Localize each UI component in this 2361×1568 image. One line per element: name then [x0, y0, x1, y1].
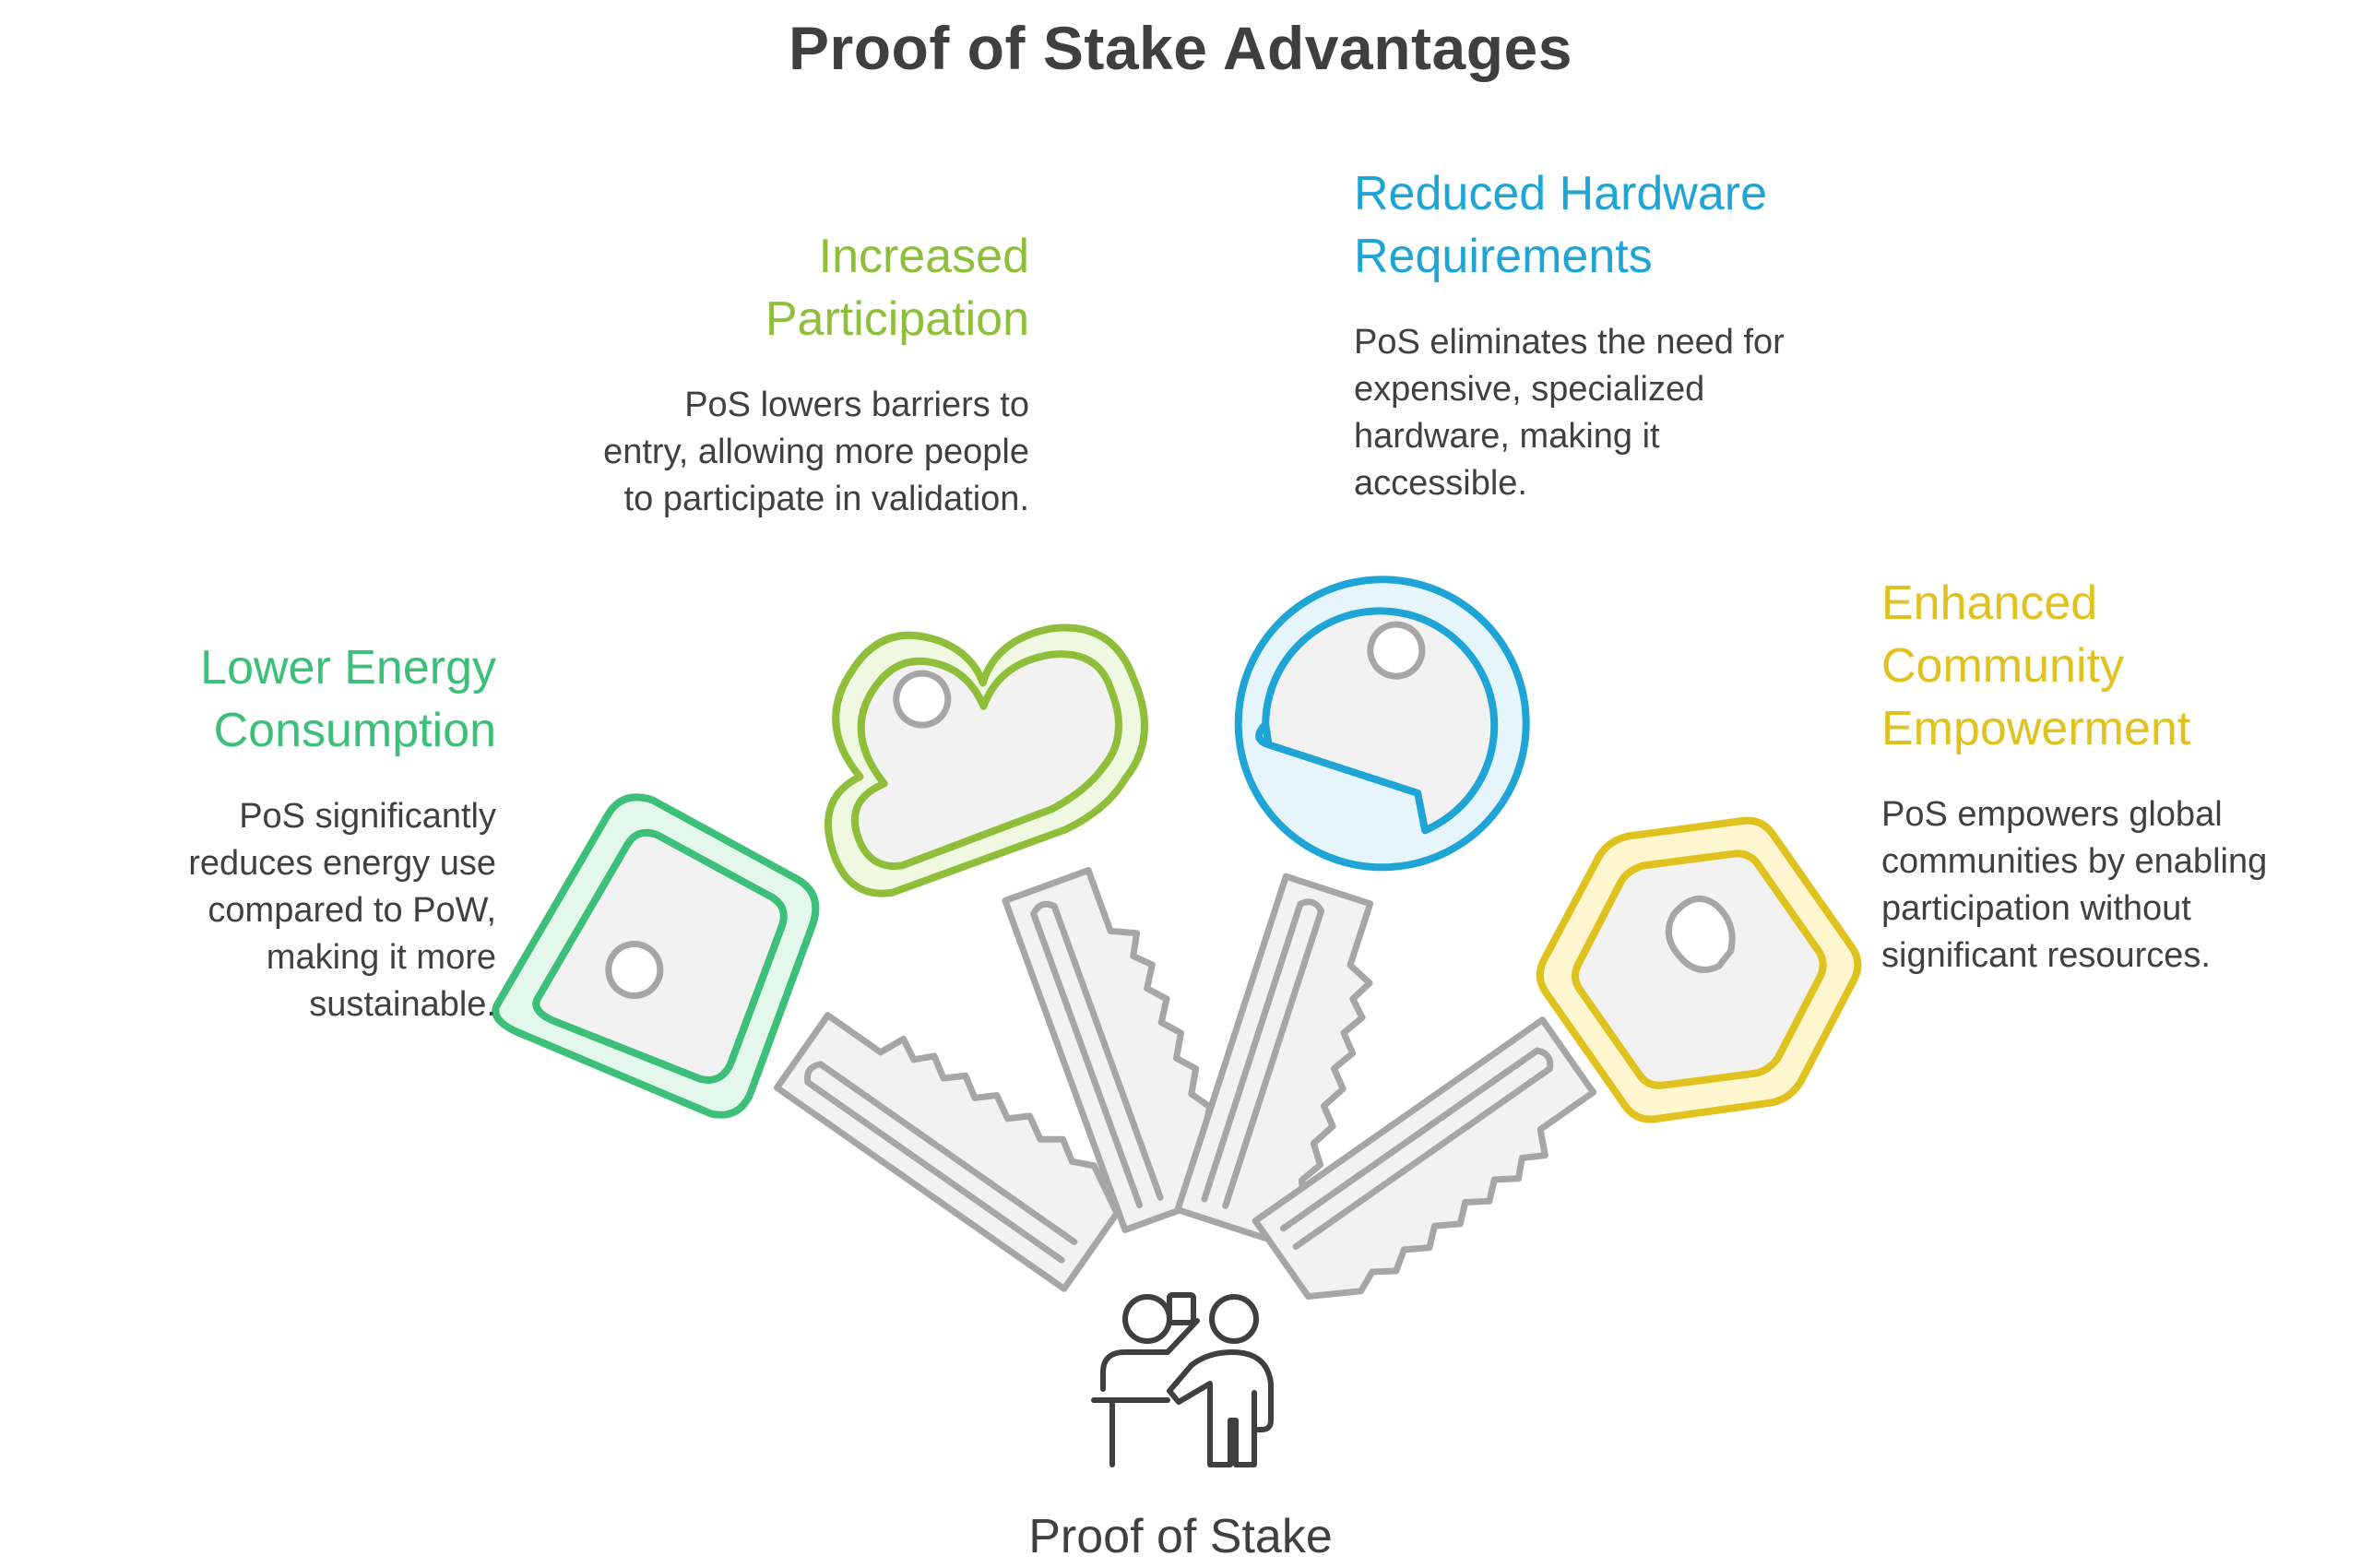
- advantage-energy: Lower Energy Consumption PoS significant…: [129, 636, 496, 1028]
- center-label: Proof of Stake: [1028, 1510, 1333, 1563]
- advantage-participation-description: PoS lowers barriers to entry, allowing m…: [603, 386, 1029, 518]
- advantage-community-description: PoS empowers global communities by enabl…: [1881, 795, 2268, 975]
- square-key-icon: [492, 793, 1169, 1374]
- advantage-hardware-heading: Reduced Hardware Requirements: [1354, 167, 1768, 283]
- advantage-energy-description: PoS significantly reduces energy use com…: [188, 797, 496, 1024]
- advantage-hardware: Reduced Hardware Requirements PoS elimin…: [1354, 162, 1833, 507]
- presenter-icon: [1091, 1292, 1274, 1467]
- advantage-participation-heading: Increased Participation: [765, 230, 1029, 346]
- diagram-title: Proof of Stake Advantages: [789, 14, 1572, 82]
- advantage-community: Enhanced Community Empowerment PoS empow…: [1881, 572, 2287, 980]
- advantage-hardware-description: PoS eliminates the need for expensive, s…: [1354, 323, 1785, 503]
- advantage-energy-heading: Lower Energy Consumption: [200, 641, 496, 757]
- advantage-participation: Increased Participation PoS lowers barri…: [590, 225, 1029, 523]
- round-key-icon: [1083, 576, 1530, 1268]
- hexagon-key-icon: [1195, 816, 1862, 1387]
- cloud-key-icon: [825, 624, 1311, 1279]
- advantage-community-heading: Enhanced Community Empowerment: [1881, 576, 2191, 755]
